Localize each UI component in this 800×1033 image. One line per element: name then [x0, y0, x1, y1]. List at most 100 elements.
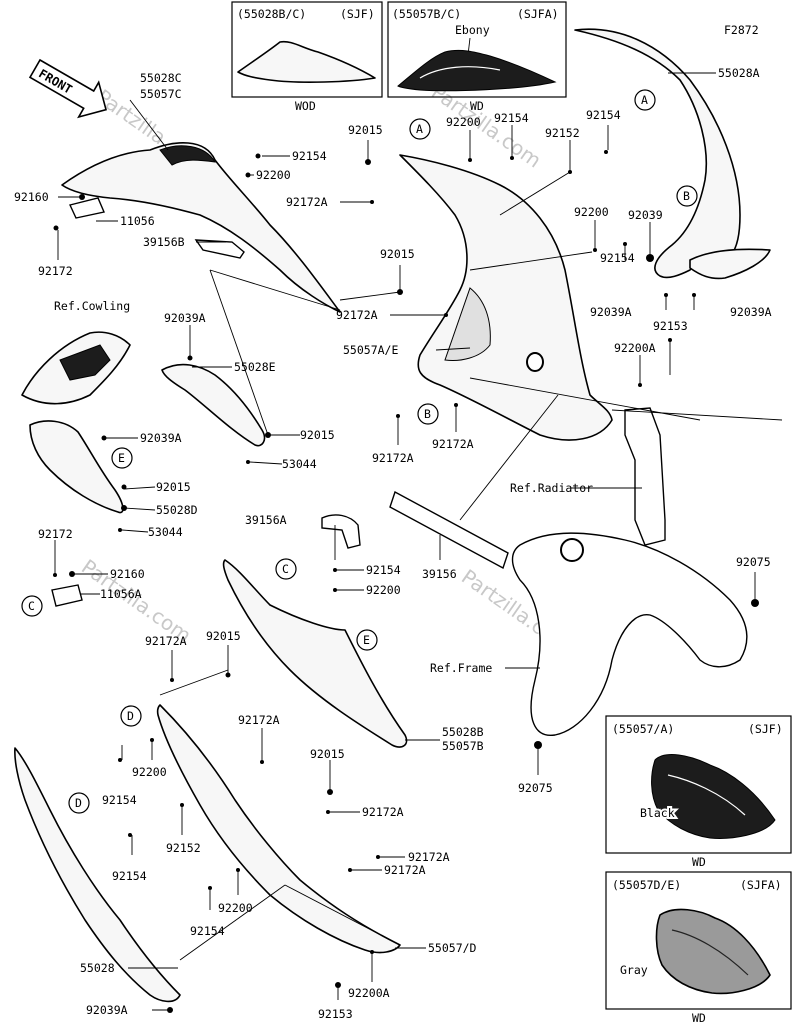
part-label: 92039A [86, 1003, 128, 1017]
part-label: 92200 [366, 583, 401, 597]
part-label: 92172 [38, 527, 73, 541]
part-label: 53044 [282, 457, 317, 471]
part-label: 39156 [422, 567, 457, 581]
ref-radiator-label: Ref.Radiator [510, 481, 593, 495]
callout-b-main: B [424, 407, 431, 421]
bracket-part [51, 584, 83, 607]
inset-top-left: (55028B/C) (SJF) WOD [231, 1, 383, 113]
callout-a-right: A [641, 93, 648, 107]
inset-code: (55057/A) [612, 722, 674, 736]
inset-top-right: (55057B/C) (SJFA) Ebony WD [387, 1, 567, 113]
part-label: 55057/D [428, 941, 477, 955]
part-label: 92015 [300, 428, 335, 442]
part-label: 92172A [145, 634, 187, 648]
inset-region: (SJF) [748, 722, 783, 736]
part-label: 92154 [600, 251, 635, 265]
lower-side-part [29, 420, 124, 514]
inset-code: (55028B/C) [237, 7, 306, 21]
part-label: 55028D [156, 503, 198, 517]
part-label: 53044 [148, 525, 183, 539]
part-label: 55057B [442, 739, 484, 753]
part-label: 92015 [348, 123, 383, 137]
part-label: 55057C [140, 87, 182, 101]
part-label: 92200 [256, 168, 291, 182]
part-label: 92160 [14, 190, 49, 204]
callout-c-mid: C [282, 562, 289, 576]
part-label: 92200 [574, 205, 609, 219]
part-label: 92172A [336, 308, 378, 322]
callout-e-mid: E [363, 633, 370, 647]
ref-cowling-label: Ref.Cowling [54, 299, 130, 313]
lower-fairing-part [156, 704, 401, 954]
callout-group: A A B B E C C E D D [21, 89, 698, 814]
part-label: 92153 [318, 1007, 353, 1021]
figure-code: F2872 [724, 23, 759, 37]
inset-caption: WD [470, 99, 484, 113]
part-label: 55028A [718, 66, 760, 80]
inset-region: (SJF) [340, 7, 375, 21]
callout-b-right: B [683, 189, 690, 203]
inset-region: (SJFA) [740, 878, 782, 892]
inset-color: Gray [620, 963, 648, 977]
part-label: 92160 [110, 567, 145, 581]
part-label: 92039 [628, 208, 663, 222]
part-label: 92154 [112, 869, 147, 883]
inset-bottom-right: (55057D/E) (SJFA) Gray WD [605, 871, 792, 1025]
part-label: 92172A [384, 863, 426, 877]
part-label: 92015 [156, 480, 191, 494]
duct-part [321, 514, 361, 549]
part-label: 92154 [494, 111, 529, 125]
part-label: 92172A [408, 850, 450, 864]
part-label: 92039A [730, 305, 772, 319]
inset-code: (55057B/C) [392, 7, 461, 21]
part-label: 92153 [653, 319, 688, 333]
upper-right-fairing-part [574, 28, 741, 279]
callout-d-left: D [127, 709, 134, 723]
part-label: 92075 [518, 781, 553, 795]
part-label: 55057A/E [343, 343, 398, 357]
inset-color: Black [640, 806, 675, 820]
part-label: 92172A [286, 195, 328, 209]
part-label: 92200A [348, 986, 390, 1000]
part-label: 92015 [310, 747, 345, 761]
main-fairing-part [399, 154, 613, 441]
bracket-part [69, 197, 105, 219]
part-label: 92172 [38, 264, 73, 278]
part-label: 92200A [614, 341, 656, 355]
part-label: 92039A [140, 431, 182, 445]
upper-cowl-part [61, 142, 341, 313]
watermark-text: Partzilla.com [427, 79, 546, 172]
duct-strip-part [194, 239, 245, 259]
part-label: 92075 [736, 555, 771, 569]
part-label: 92015 [380, 247, 415, 261]
part-label: 92172A [238, 713, 280, 727]
inset-code: (55057D/E) [612, 878, 681, 892]
part-label: 11056 [120, 214, 155, 228]
part-label: 92154 [366, 563, 401, 577]
part-labels: 55028C 55057C 92160 11056 92172 92154 92… [14, 66, 772, 1021]
part-label: 92154 [586, 108, 621, 122]
mid-fairing-part [222, 559, 408, 748]
strip-part [389, 490, 509, 570]
part-label: 39156A [245, 513, 287, 527]
inset-caption: WD [692, 855, 706, 869]
inset-region: (SJFA) [517, 7, 559, 21]
inset-mid-right: (55057/A) (SJF) Black WD [605, 715, 792, 869]
callout-c-left: C [28, 599, 35, 613]
callout-d-low: D [75, 796, 82, 810]
callout-e-left: E [118, 451, 125, 465]
part-label: 92154 [292, 149, 327, 163]
fastener-dots [53, 150, 759, 1013]
part-label: 55028B [442, 725, 484, 739]
inset-caption: WOD [295, 99, 316, 113]
part-label: 92152 [545, 126, 580, 140]
lower-long-part [14, 747, 181, 1003]
inset-color: Ebony [455, 23, 490, 37]
part-label: 92039A [590, 305, 632, 319]
ref-frame-part [511, 532, 748, 736]
part-label: 92015 [206, 629, 241, 643]
part-label: 55028E [234, 360, 276, 374]
part-label: 55028C [140, 71, 182, 85]
part-label: 11056A [100, 587, 142, 601]
